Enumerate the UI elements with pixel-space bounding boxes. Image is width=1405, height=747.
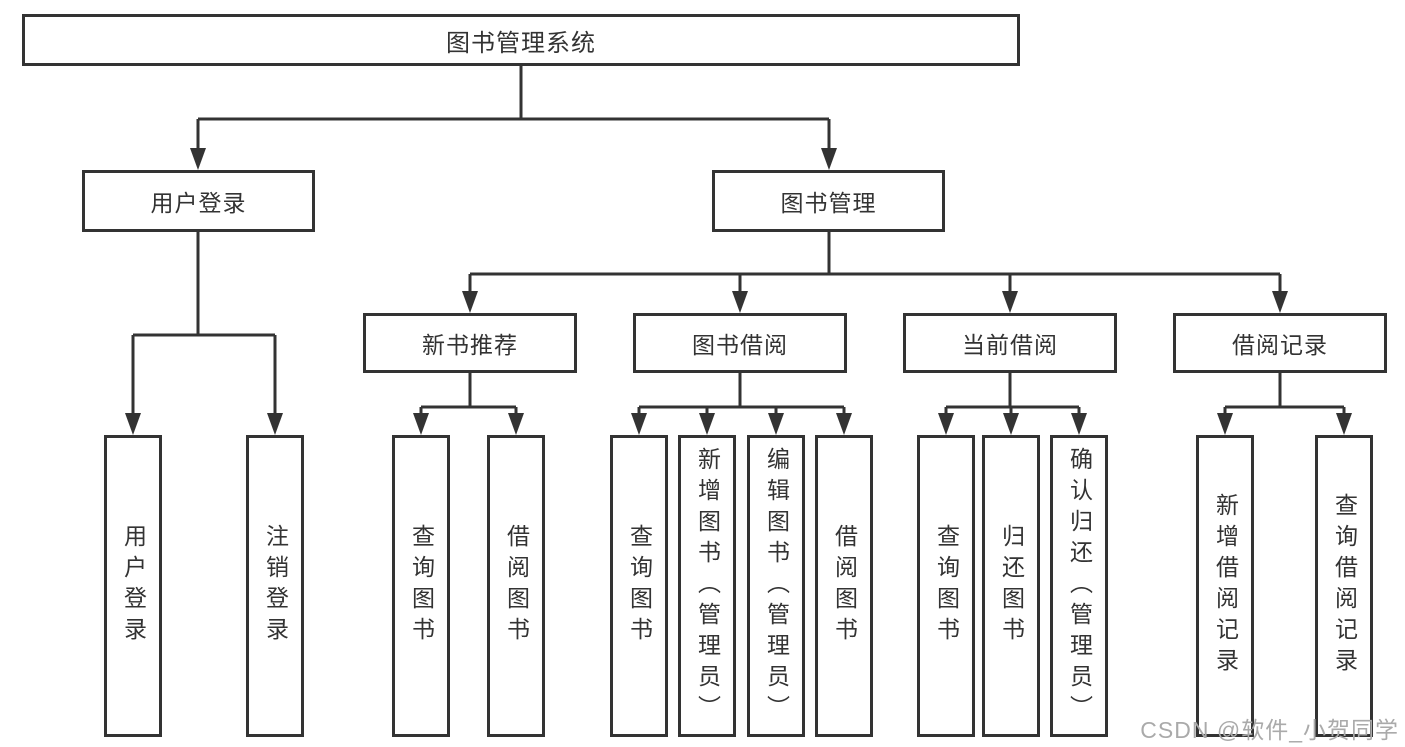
leaf-user-login-label: 用户登录 bbox=[120, 524, 147, 648]
leaf-query-books-current-label: 查询图书 bbox=[933, 524, 960, 648]
leaf-add-book-admin-label: 新增图书（管理员） bbox=[694, 446, 721, 726]
leaf-query-borrow-record-label: 查询借阅记录 bbox=[1331, 493, 1358, 679]
leaf-add-borrow-record-label: 新增借阅记录 bbox=[1212, 493, 1239, 679]
leaf-query-books-current: 查询图书 bbox=[917, 435, 975, 737]
leaf-confirm-return-admin: 确认归还（管理员） bbox=[1050, 435, 1108, 737]
leaf-return-book: 归还图书 bbox=[982, 435, 1040, 737]
leaf-return-book-label: 归还图书 bbox=[998, 524, 1025, 648]
csdn-watermark: CSDN @软件_小贺同学 bbox=[1140, 717, 1399, 743]
node-book-borrowing-label: 图书借阅 bbox=[692, 332, 788, 358]
leaf-add-borrow-record: 新增借阅记录 bbox=[1196, 435, 1254, 737]
node-root-label: 图书管理系统 bbox=[446, 29, 596, 57]
node-new-book-recommendation-label: 新书推荐 bbox=[422, 332, 518, 358]
leaf-edit-book-admin: 编辑图书（管理员） bbox=[747, 435, 805, 737]
leaf-confirm-return-admin-label: 确认归还（管理员） bbox=[1066, 446, 1093, 726]
leaf-query-books-recommend: 查询图书 bbox=[392, 435, 450, 737]
leaf-query-borrow-record: 查询借阅记录 bbox=[1315, 435, 1373, 737]
node-borrowing-records: 借阅记录 bbox=[1173, 313, 1387, 373]
leaf-borrow-books-borrow: 借阅图书 bbox=[815, 435, 873, 737]
leaf-user-login: 用户登录 bbox=[104, 435, 162, 737]
node-user-login-label: 用户登录 bbox=[150, 190, 247, 216]
node-user-login: 用户登录 bbox=[82, 170, 315, 232]
leaf-edit-book-admin-label: 编辑图书（管理员） bbox=[763, 446, 790, 726]
leaf-borrow-books-recommend: 借阅图书 bbox=[487, 435, 545, 737]
node-new-book-recommendation: 新书推荐 bbox=[363, 313, 577, 373]
node-book-management: 图书管理 bbox=[712, 170, 945, 232]
leaf-logout-login: 注销登录 bbox=[246, 435, 304, 737]
leaf-borrow-books-borrow-label: 借阅图书 bbox=[831, 524, 858, 648]
leaf-query-books-borrow: 查询图书 bbox=[610, 435, 668, 737]
leaf-logout-login-label: 注销登录 bbox=[262, 524, 289, 648]
node-root: 图书管理系统 bbox=[22, 14, 1020, 66]
leaf-borrow-books-recommend-label: 借阅图书 bbox=[503, 524, 530, 648]
leaf-query-books-recommend-label: 查询图书 bbox=[408, 524, 435, 648]
leaf-add-book-admin: 新增图书（管理员） bbox=[678, 435, 736, 737]
leaf-query-books-borrow-label: 查询图书 bbox=[626, 524, 653, 648]
node-book-borrowing: 图书借阅 bbox=[633, 313, 847, 373]
node-book-management-label: 图书管理 bbox=[780, 190, 877, 216]
node-current-borrowing-label: 当前借阅 bbox=[962, 332, 1058, 358]
node-current-borrowing: 当前借阅 bbox=[903, 313, 1117, 373]
node-borrowing-records-label: 借阅记录 bbox=[1232, 332, 1328, 358]
